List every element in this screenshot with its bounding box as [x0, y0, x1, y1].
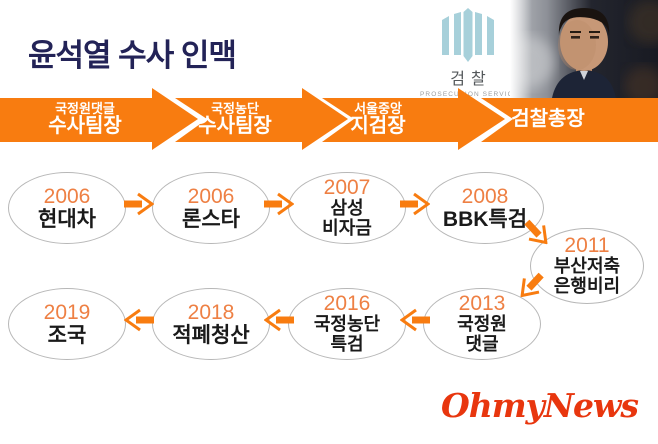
- case-node-2016-gukjeong: 2016 국정농단 특검: [288, 288, 406, 360]
- case-name: BBK특검: [442, 207, 528, 231]
- case-name: 적폐청산: [172, 323, 250, 347]
- prosecution-service-logo: 검찰 PROSECUTION SERVICE: [420, 8, 519, 98]
- case-year: 2007: [323, 176, 371, 199]
- flow-arrow-right-icon: [264, 192, 294, 216]
- career-chevron-3: [322, 88, 505, 150]
- case-name: 국정농단 특검: [313, 314, 381, 355]
- case-node-2007-samsung: 2007 삼성 비자금: [288, 172, 406, 244]
- case-year: 2013: [458, 292, 506, 315]
- case-node-2006-hyundai: 2006 현대차: [8, 172, 126, 244]
- case-year: 2011: [564, 234, 610, 257]
- case-year: 2006: [43, 185, 91, 209]
- case-name: 론스타: [182, 207, 240, 231]
- career-chevron-1: [0, 88, 198, 150]
- flow-arrow-down-right-icon: [524, 219, 548, 245]
- prosecution-emblem-icon: [442, 8, 494, 62]
- flow-arrow-left-icon: [264, 308, 294, 332]
- case-node-2013-comments: 2013 국정원 댓글: [423, 288, 541, 360]
- flow-arrow-left-icon: [124, 308, 154, 332]
- case-year: 2008: [461, 185, 509, 209]
- case-name: 국정원 댓글: [457, 314, 507, 355]
- case-node-2011-busan: 2011 부산저축 은행비리: [530, 228, 644, 304]
- case-name: 조국: [47, 323, 87, 347]
- case-node-2006-lonestar: 2006 론스타: [152, 172, 270, 244]
- flow-arrow-down-left-icon: [520, 272, 544, 298]
- case-year: 2006: [187, 185, 235, 209]
- case-year: 2018: [187, 301, 235, 325]
- career-chevron-4: [481, 98, 658, 142]
- portrait-image: [502, 0, 658, 106]
- flow-arrow-right-icon: [400, 192, 430, 216]
- flow-arrow-right-icon: [124, 192, 154, 216]
- flow-arrow-left-icon: [400, 308, 430, 332]
- career-chevron-2: [175, 88, 348, 150]
- case-node-2008-bbk: 2008 BBK특검: [426, 172, 544, 244]
- case-year: 2019: [43, 301, 91, 325]
- case-node-2018-jeokpye: 2018 적폐청산: [152, 288, 270, 360]
- prosecution-english-label: PROSECUTION SERVICE: [420, 91, 519, 98]
- case-name: 부산저축 은행비리: [553, 256, 621, 297]
- prosecution-korean-label: 검찰: [450, 71, 492, 88]
- page-title: 윤석열 수사 인맥: [28, 38, 237, 73]
- career-step-arrows: [0, 88, 658, 150]
- case-name: 삼성 비자금: [322, 198, 372, 239]
- yoon-photo: [502, 0, 658, 106]
- case-node-2019-choguk: 2019 조국: [8, 288, 126, 360]
- case-year: 2016: [323, 292, 371, 315]
- ohmynews-logo: OhmyNews: [441, 386, 639, 425]
- case-name: 현대차: [38, 207, 96, 231]
